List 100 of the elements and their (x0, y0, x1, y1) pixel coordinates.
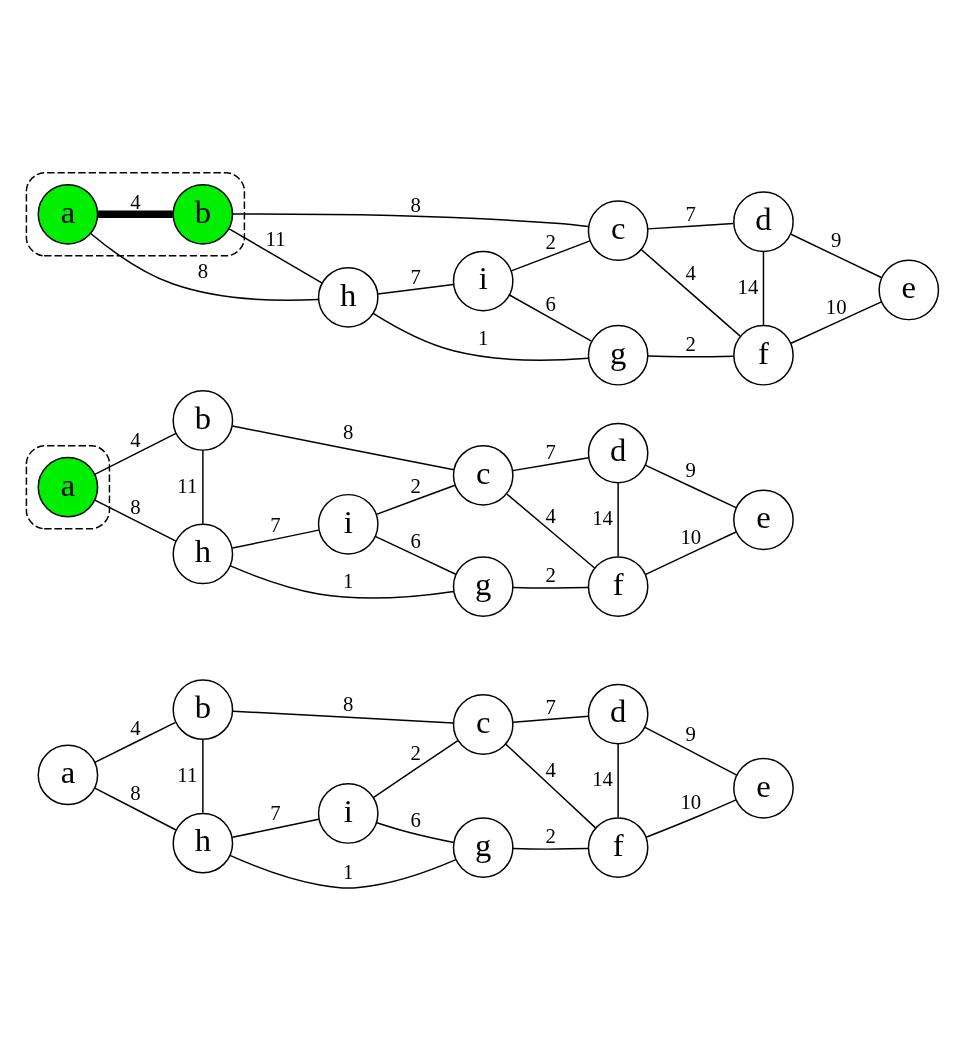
edge-label: 8 (410, 193, 421, 216)
node-circle: c (452, 444, 514, 506)
node-circle: c (587, 199, 649, 261)
connector (512, 586, 589, 589)
edge-label: 10 (825, 295, 847, 318)
connector (202, 738, 204, 814)
edge-label: 1 (343, 569, 354, 592)
edge-label: 7 (545, 440, 556, 463)
node-circle: a (37, 456, 99, 518)
edge-label: 4 (685, 261, 696, 284)
edge-label: 7 (545, 695, 556, 718)
edge-label: 9 (685, 722, 696, 745)
node-circle: i (317, 782, 379, 844)
node-circle: a (37, 183, 99, 245)
edge-label: 11 (177, 763, 198, 786)
connector (640, 248, 741, 337)
connector (376, 283, 455, 295)
connector (512, 715, 590, 723)
edge-label: 4 (130, 716, 141, 739)
connector (506, 492, 596, 569)
edge-label: 11 (177, 474, 198, 497)
connector (790, 233, 883, 278)
edge-label: 8 (343, 692, 354, 715)
edge-label: 2 (410, 474, 421, 497)
edge-label: 7 (685, 202, 696, 225)
node-circle: g (452, 816, 514, 878)
connector (89, 232, 319, 301)
node-circle: e (878, 259, 940, 320)
connector (229, 854, 457, 889)
node-circle: b (172, 183, 234, 245)
node-circle: e (733, 757, 794, 819)
connector (372, 312, 590, 361)
connector (512, 847, 589, 850)
connector (617, 742, 619, 818)
edge-label: 1 (343, 860, 354, 883)
connector (647, 354, 735, 357)
connector (511, 456, 590, 471)
node-circle: b (172, 678, 234, 740)
connector (228, 227, 323, 284)
connector (202, 448, 204, 524)
node-circle: d (587, 683, 649, 744)
node-circle: f (733, 324, 794, 386)
node-circle: h (317, 266, 379, 328)
edge-label: 14 (592, 506, 613, 529)
connector (94, 721, 177, 763)
node-circle: h (172, 812, 234, 874)
edge-label: 6 (410, 808, 421, 831)
connector (375, 484, 456, 515)
edge-label: 6 (410, 529, 421, 552)
edge-label: 8 (343, 420, 354, 443)
node-circle: d (733, 190, 794, 252)
edge-label: 14 (592, 767, 613, 790)
edge-label: 7 (270, 513, 281, 536)
node-circle: g (452, 555, 514, 617)
node-circle: f (587, 816, 649, 878)
edge-label: 4 (545, 758, 556, 781)
connector (94, 786, 177, 831)
connector (231, 424, 455, 471)
edge-label: 8 (130, 781, 141, 804)
node-circle: f (587, 555, 649, 617)
node-circle: e (733, 488, 794, 550)
edge-label: 14 (737, 275, 759, 298)
connector (762, 250, 765, 326)
node-circle: c (452, 693, 514, 755)
connector (508, 293, 593, 342)
edge-label: 10 (680, 790, 702, 813)
edge-label: 4 (130, 428, 141, 451)
connector (94, 498, 177, 542)
node-circle: b (172, 389, 234, 451)
edge-label: 8 (197, 259, 209, 282)
connector (505, 743, 597, 829)
connector (231, 528, 320, 549)
connector (510, 239, 591, 272)
connector (617, 481, 619, 557)
connector (647, 222, 735, 230)
connector (372, 739, 459, 798)
connector (375, 535, 457, 575)
node-circle: i (452, 250, 514, 311)
connector (231, 818, 320, 838)
connector (644, 726, 738, 776)
connector (645, 798, 737, 838)
edge-label: 4 (545, 504, 556, 527)
connector (98, 210, 173, 218)
edge-label: 2 (545, 563, 556, 586)
edge-label: 2 (410, 741, 421, 764)
node-circle: d (587, 422, 649, 483)
edge-label: 7 (410, 265, 421, 288)
connector (229, 564, 455, 599)
node-circle: h (172, 523, 234, 584)
edge-label: 10 (680, 525, 702, 548)
connector (645, 530, 737, 575)
edge-label: 11 (265, 227, 286, 250)
edge-label: 2 (545, 230, 556, 253)
edge-label: 9 (830, 228, 842, 251)
node-circle: g (587, 324, 649, 386)
connector (232, 709, 454, 724)
connector (790, 300, 883, 344)
connector (94, 432, 177, 475)
edge-label: 6 (545, 292, 556, 315)
edge-label: 7 (270, 801, 281, 824)
